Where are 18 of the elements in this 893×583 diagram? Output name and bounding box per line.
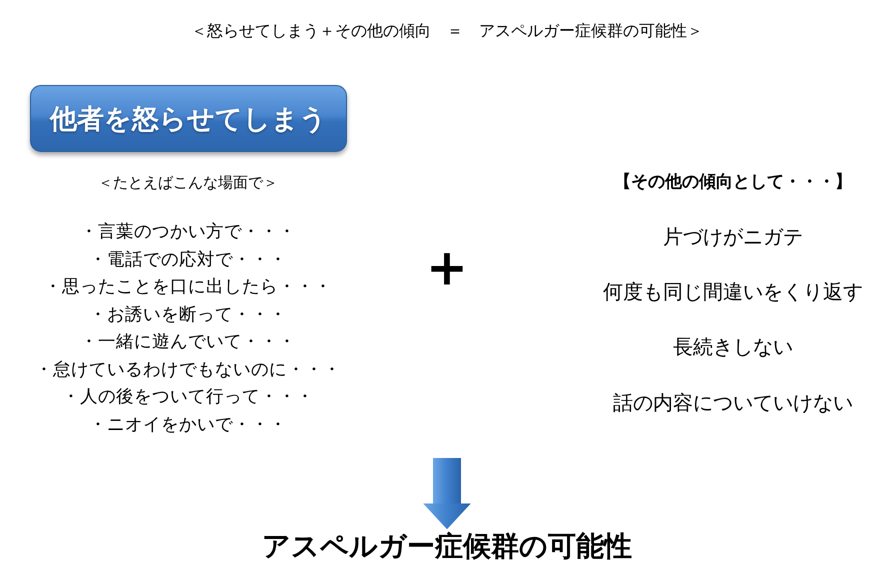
list-item: ・怠けているわけでもないのに・・・ — [35, 360, 341, 380]
list-item: ・言葉のつかい方で・・・ — [80, 222, 296, 242]
heading-box: 他者を怒らせてしまう — [30, 85, 347, 152]
list-item: ・思ったことを口に出したら・・・ — [44, 277, 332, 298]
title: ＜怒らせてしまう＋その他の傾向 ＝ アスペルガー症候群の可能性＞ — [191, 22, 703, 40]
list-item: ・お誘いを断って・・・ — [89, 304, 287, 325]
plus-sign: + — [426, 239, 468, 297]
list-item: 話の内容についていけない — [613, 392, 853, 414]
list-item: ・電話での応対で・・・ — [89, 250, 287, 270]
list-item: 片づけがニガテ — [663, 226, 803, 248]
column-heading: 【その他の傾向として・・・】 — [614, 173, 852, 193]
list-item: ・一緒に遊んでいて・・・ — [80, 332, 296, 352]
list-item: ・ニオイをかいで・・・ — [89, 414, 287, 436]
result-heading: アスペルガー症候群の可能性 — [262, 531, 632, 561]
list-item: 長続きしない — [673, 336, 793, 358]
list-item: 何度も同じ間違いをくり返す — [603, 280, 863, 304]
subheading: ＜たとえばこんな場面で＞ — [98, 174, 278, 192]
list-item: ・人の後をついて行って・・・ — [62, 387, 314, 408]
